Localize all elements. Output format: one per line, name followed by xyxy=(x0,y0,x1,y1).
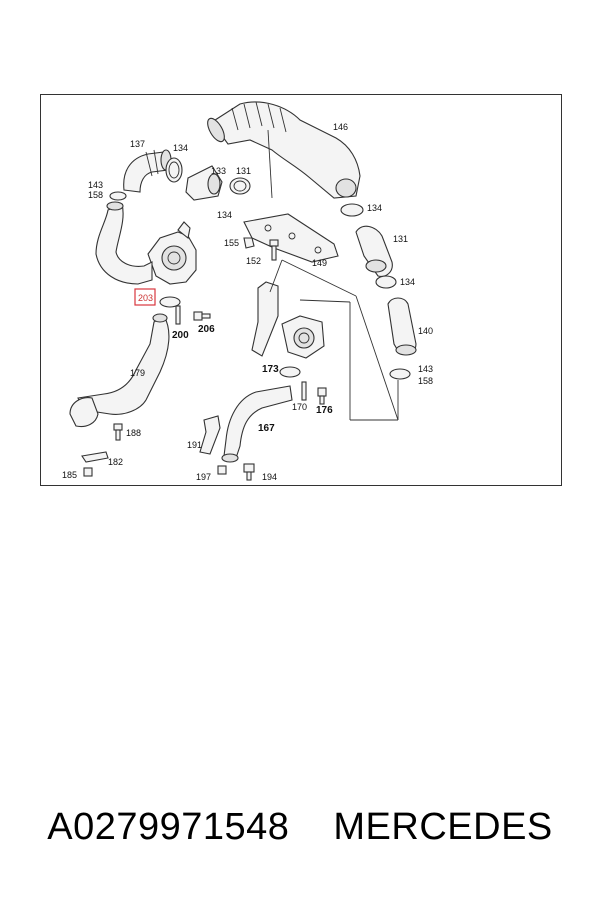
callout-191: 191 xyxy=(187,440,202,450)
callout-155: 155 xyxy=(224,238,239,248)
pin-200 xyxy=(175,305,181,325)
brand-name: MERCEDES xyxy=(333,806,553,848)
part-number: A0279971548 xyxy=(47,806,290,848)
bracket-182 xyxy=(81,451,109,463)
hose-137 xyxy=(123,149,172,193)
bolt-188 xyxy=(113,423,123,441)
pipe-167 xyxy=(221,385,293,463)
callout-131: 131 xyxy=(236,166,251,176)
callout-134: 134 xyxy=(173,143,188,153)
callout-182: 182 xyxy=(108,457,123,467)
callout-194: 194 xyxy=(262,472,277,482)
clamp-134-a xyxy=(165,157,183,183)
seal-ring-203 xyxy=(159,296,181,308)
hose-left-upper xyxy=(95,201,153,285)
callout-134: 134 xyxy=(367,203,382,213)
bolt-194 xyxy=(243,463,255,481)
callout-179: 179 xyxy=(130,368,145,378)
callout-149: 149 xyxy=(312,258,327,268)
nut-155 xyxy=(243,237,255,249)
callout-197: 197 xyxy=(196,472,211,482)
leader-lines xyxy=(267,129,399,421)
clamp-143-158-a xyxy=(109,191,127,201)
hose-140 xyxy=(387,297,417,356)
callout-134: 134 xyxy=(217,210,232,220)
callout-131: 131 xyxy=(393,234,408,244)
bolt-152 xyxy=(269,239,279,261)
callout-158: 158 xyxy=(88,190,103,200)
air-mass-sensor-133 xyxy=(185,165,223,201)
callout-173: 173 xyxy=(262,364,279,375)
callout-133: 133 xyxy=(211,166,226,176)
turbocharger-right xyxy=(251,281,325,359)
clamp-134-c xyxy=(375,275,397,289)
gasket-173 xyxy=(279,366,301,378)
caption: A0279971548 MERCEDES xyxy=(0,806,600,849)
clamp-143-158-b xyxy=(389,368,411,380)
callout-143: 143 xyxy=(418,364,433,374)
hose-131-right xyxy=(355,225,393,277)
callout-206: 206 xyxy=(198,324,215,335)
callout-185: 185 xyxy=(62,470,77,480)
clamp-134-b xyxy=(340,203,364,217)
clamp-131-a xyxy=(229,177,251,195)
nut-185 xyxy=(83,467,93,477)
callout-146: 146 xyxy=(333,122,348,132)
callout-134: 134 xyxy=(400,277,415,287)
hose-179 xyxy=(69,313,170,428)
callout-158: 158 xyxy=(418,376,433,386)
gasket-149 xyxy=(243,213,339,263)
callout-143: 143 xyxy=(88,180,103,190)
callout-200: 200 xyxy=(172,330,189,341)
callout-176: 176 xyxy=(316,405,333,416)
callout-203: 203 xyxy=(138,293,153,303)
air-intake-hose-146 xyxy=(207,101,361,199)
bolt-176 xyxy=(317,387,327,405)
callout-170: 170 xyxy=(292,402,307,412)
callout-152: 152 xyxy=(246,256,261,266)
turbocharger-left xyxy=(147,221,197,285)
bolt-206 xyxy=(193,311,211,321)
callout-167: 167 xyxy=(258,423,275,434)
callout-137: 137 xyxy=(130,139,145,149)
nut-197 xyxy=(217,465,227,475)
pin-170 xyxy=(301,381,307,401)
highlight-box-203 xyxy=(134,288,156,306)
callout-140: 140 xyxy=(418,326,433,336)
bracket-191 xyxy=(199,415,221,455)
callout-188: 188 xyxy=(126,428,141,438)
